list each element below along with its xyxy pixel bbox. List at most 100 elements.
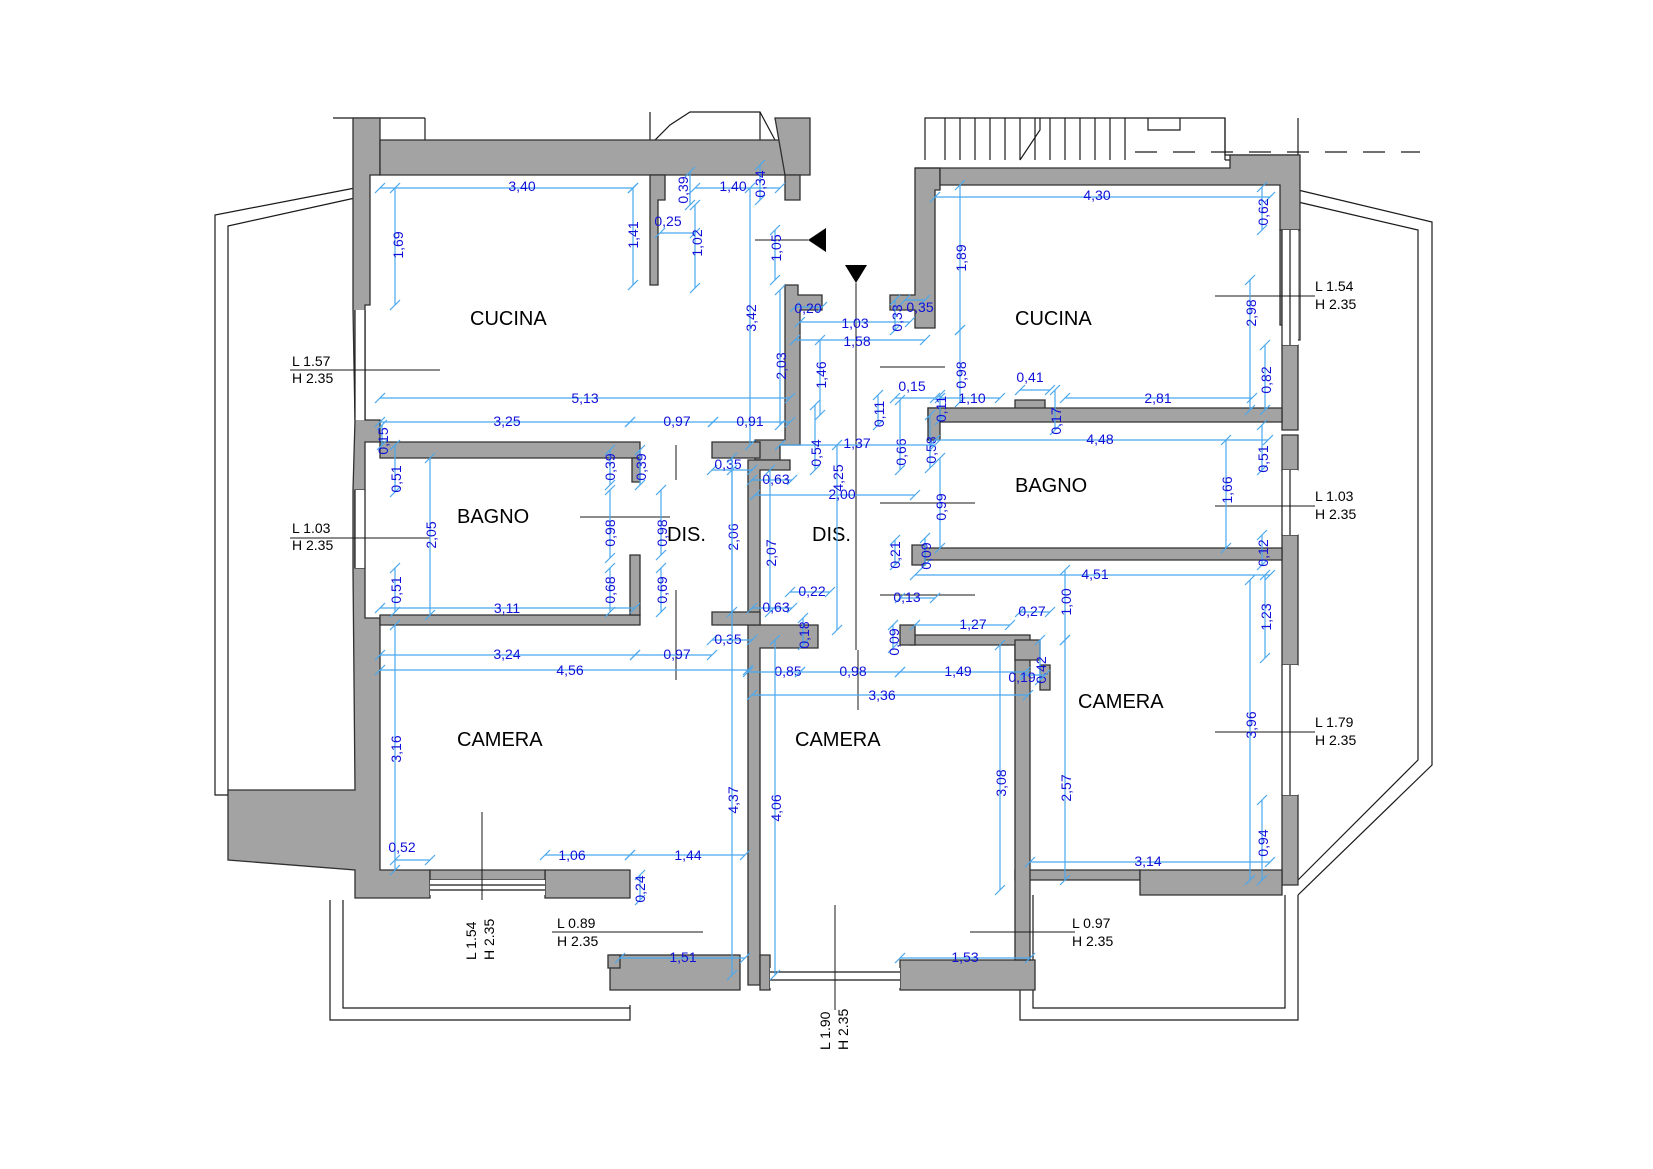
dimension-tick (1256, 224, 1268, 236)
dimension-tick (924, 462, 936, 474)
dimension-tick (764, 464, 776, 476)
dimension-tick (604, 562, 616, 574)
walls (227, 117, 1301, 991)
dimension-tick (786, 474, 798, 486)
dimension-tick (744, 182, 756, 194)
dimension-tick (774, 182, 786, 194)
dimension-tick (424, 609, 436, 621)
window-h-label: H 2.35 (292, 370, 333, 386)
dimension-tick (924, 409, 936, 421)
dimension-tick (794, 666, 806, 678)
dimension-tick (1256, 794, 1268, 806)
dimension-tick (746, 464, 758, 476)
dimension-tick (1256, 181, 1268, 193)
dimension-tick (1220, 542, 1232, 554)
dimension-tick (934, 389, 946, 401)
window-labels: L 1.57 H 2.35 L 1.03 H 2.35 L 1.54 H 2.3… (292, 278, 1356, 1050)
dimension-tick (634, 479, 646, 491)
dimension-label: 1,89 (953, 244, 969, 271)
dimension-label: 2,81 (1144, 390, 1171, 406)
dimension-tick (809, 464, 821, 476)
dimension-tick (726, 452, 738, 464)
dimension-tick (909, 619, 921, 631)
dimension-tick (634, 894, 646, 906)
dimension-label: 1,37 (843, 435, 870, 451)
dimension-tick (919, 334, 931, 346)
dimension-tick (744, 439, 756, 451)
window-h-label: H 2.35 (1072, 933, 1113, 949)
room-label: CAMERA (457, 729, 543, 751)
dimension-label: 0,39 (602, 453, 618, 480)
window-h-label: H 2.35 (1315, 506, 1356, 522)
dimension-tick (689, 282, 701, 294)
dimension-tick (604, 444, 616, 456)
dimension-label: 0,17 (1048, 407, 1064, 434)
dimension-tick (604, 484, 616, 496)
dimension-label: 4,30 (1083, 187, 1110, 203)
dimension-tick (824, 586, 836, 598)
dimension-label: 3,40 (508, 178, 535, 194)
dimension-label: 3,08 (993, 769, 1009, 796)
dimension-tick (889, 324, 901, 336)
dimension-tick (706, 634, 718, 646)
dimension-tick (1259, 569, 1271, 581)
dimension-label: 0,34 (752, 170, 768, 197)
dimension-label: 0,97 (663, 413, 690, 429)
dimension-tick (1022, 689, 1034, 701)
dimension-label: 1,41 (625, 221, 641, 248)
dimension-tick (1059, 874, 1071, 886)
dimension-tick (994, 392, 1006, 404)
dimension-tick (894, 394, 906, 406)
dimension-tick (769, 224, 781, 236)
dimension-tick (604, 552, 616, 564)
dimension-label: 0,35 (714, 456, 741, 472)
dimension-label: 0,42 (1033, 656, 1049, 683)
dimension-tick (1262, 434, 1274, 446)
dimension-tick (797, 639, 809, 651)
dimension-label: 2,06 (725, 523, 741, 550)
dimension-tick (894, 666, 906, 678)
dimension-tick (1019, 666, 1031, 678)
dimension-tick (754, 194, 766, 206)
dimension-tick (629, 649, 641, 661)
dimension-label: 0,15 (898, 378, 925, 394)
dimension-tick (774, 284, 786, 296)
dimension-label: 0,58 (923, 436, 939, 463)
dimension-tick (1059, 634, 1071, 646)
dimension-tick (786, 602, 798, 614)
dimension-tick (769, 274, 781, 286)
dimension-tick (797, 612, 809, 624)
window-h-label: H 2.35 (557, 933, 598, 949)
dimension-tick (1019, 669, 1031, 681)
dimension-tick (746, 602, 758, 614)
dimension-tick (604, 606, 616, 618)
dimension-tick (1014, 384, 1026, 396)
dimension-tick (1024, 952, 1036, 964)
dimension-tick (1024, 856, 1036, 868)
dimension-label: 2,57 (1058, 774, 1074, 801)
dimension-tick (539, 849, 551, 861)
room-label: CAMERA (1078, 691, 1164, 713)
dimension-label: 0,51 (388, 465, 404, 492)
dimension-tick (934, 414, 946, 426)
dimension-label: 0,99 (933, 493, 949, 520)
dimension-tick (389, 854, 401, 866)
dimension-label: 0,54 (808, 439, 824, 466)
dimension-tick (1039, 669, 1051, 681)
dimension-tick (689, 182, 701, 194)
dimension-label: 0,62 (1255, 198, 1271, 225)
room-label: BAGNO (457, 506, 529, 528)
dimension-tick (789, 334, 801, 346)
dimension-tick (894, 464, 906, 476)
dimension-tick (1246, 392, 1258, 404)
dimension-tick (742, 666, 754, 678)
dimension-label: 0,09 (886, 628, 902, 655)
dimension-tick (929, 191, 941, 203)
dimension-label: 1,02 (689, 229, 705, 256)
dimension-tick (374, 182, 386, 194)
dimension-tick (831, 624, 843, 636)
dimension-tick (929, 434, 941, 446)
window-h-label: H 2.35 (292, 537, 333, 553)
dimension-label: 0,27 (1018, 603, 1045, 619)
dimension-tick (784, 392, 796, 404)
